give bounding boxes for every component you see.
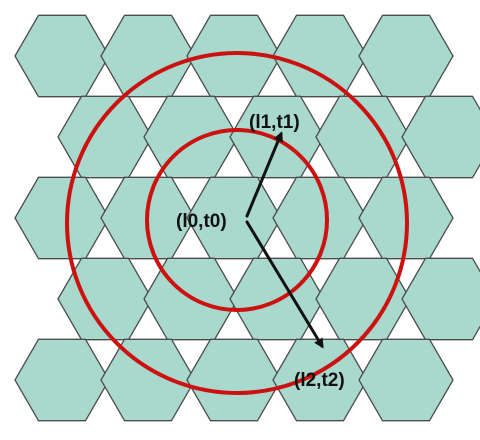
arrow-to-l2-t2: [245, 220, 324, 349]
hex-cell: [14, 14, 110, 98]
hex-cell: [358, 338, 454, 422]
hex-cell: [272, 14, 368, 98]
hex-cell: [358, 14, 454, 98]
origin-label: (l0,t0): [176, 211, 227, 232]
hex-cell: [57, 95, 153, 179]
point-labels: (l0,t0) (l1,t1) (l2,t2): [176, 112, 345, 391]
hex-cell: [100, 338, 196, 422]
hex-cell: [14, 176, 110, 260]
point-1-label: (l1,t1): [249, 112, 300, 133]
outer-ring: [65, 51, 409, 395]
hex-cell: [401, 95, 480, 179]
hex-cell: [14, 338, 110, 422]
arrows: [245, 131, 324, 349]
point-2-label: (l2,t2): [294, 370, 345, 391]
hex-cell: [100, 14, 196, 98]
rings: [65, 51, 409, 395]
hex-cell: [186, 338, 282, 422]
arrow-to-l1-t1: [245, 131, 283, 218]
inner-ring: [145, 128, 329, 312]
hex-grid: [14, 14, 480, 422]
hex-cell: [143, 95, 239, 179]
hex-cell: [401, 257, 480, 341]
hex-cell: [315, 257, 411, 341]
